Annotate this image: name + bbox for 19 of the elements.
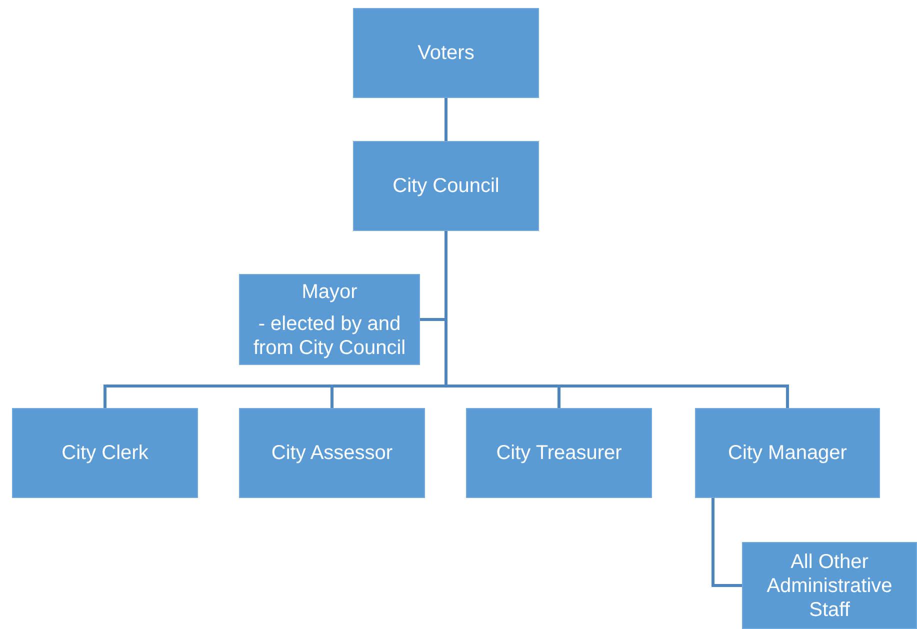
box-title: Mayor [302, 280, 358, 304]
org-box [239, 408, 425, 498]
box-title: City Manager [728, 440, 847, 466]
org-box [12, 408, 198, 498]
box-note: - elected by and from City Council [252, 312, 407, 360]
org-box [353, 141, 539, 231]
org-box [695, 408, 880, 498]
connector-line [444, 98, 448, 141]
box-title: City Assessor [271, 440, 393, 466]
org-box [742, 542, 917, 629]
org-box [239, 274, 420, 365]
connector-line [712, 498, 742, 587]
box-title: City Council [392, 174, 500, 198]
box-title: All Other Administrative Staff [766, 550, 894, 622]
org-box [466, 408, 652, 498]
box-title: Voters [418, 40, 474, 66]
box-title: City Treasurer [496, 440, 622, 466]
box-title: City Clerk [62, 440, 148, 466]
org-box [353, 8, 539, 98]
